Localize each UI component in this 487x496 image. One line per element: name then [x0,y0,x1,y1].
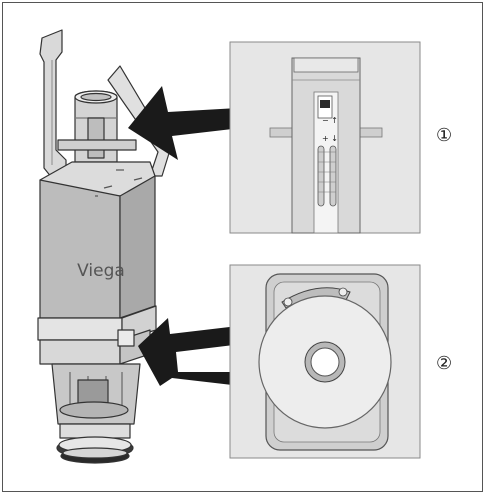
flush-valve [37,29,171,464]
brand-logo: Viega [77,261,125,281]
label-decrease: − ↑ [322,116,338,125]
label-increase: + ↓ [322,134,338,143]
callout-number-1: ① [436,125,453,146]
main-body [39,179,121,319]
arrow-upper [128,86,241,160]
figure-border [2,2,483,492]
callout-number-2: ② [436,353,453,374]
detail-panel-adjustment [229,41,421,234]
detail-panel-seal [229,264,421,459]
lower-collar [37,317,123,341]
mounting-bracket [39,29,67,179]
